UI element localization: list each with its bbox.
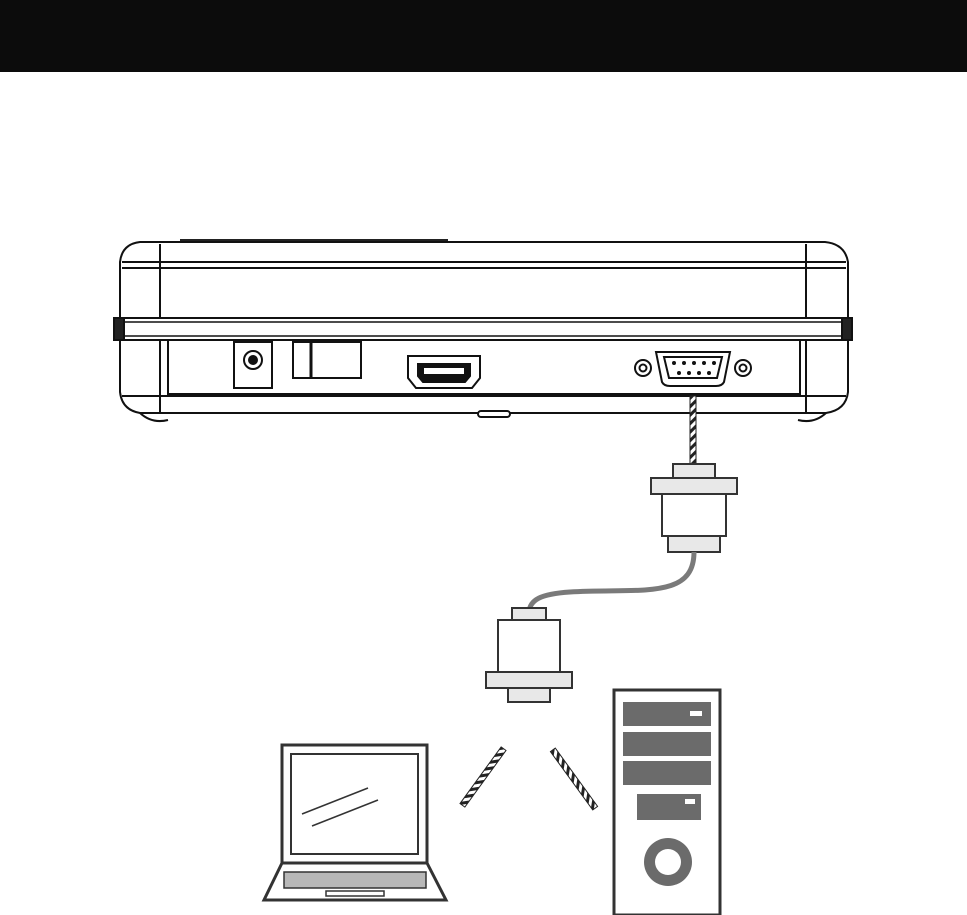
cable-links-computers [460,747,598,810]
cable-grey [529,552,694,612]
desktop-pc-icon [614,690,720,915]
cable-link-laptop [460,747,506,807]
laptop-icon [264,745,446,900]
cable-link-device [690,396,696,464]
foot-right [798,413,826,421]
connector-upper [651,464,737,552]
connector-lower [486,608,572,702]
power-switch [293,342,361,378]
dc-power-jack [234,342,272,388]
device-rear-view [114,239,852,421]
rs232-cable [486,396,737,702]
hdmi-port [408,356,480,388]
foot-left [140,413,168,421]
cable-link-desktop [550,748,597,810]
